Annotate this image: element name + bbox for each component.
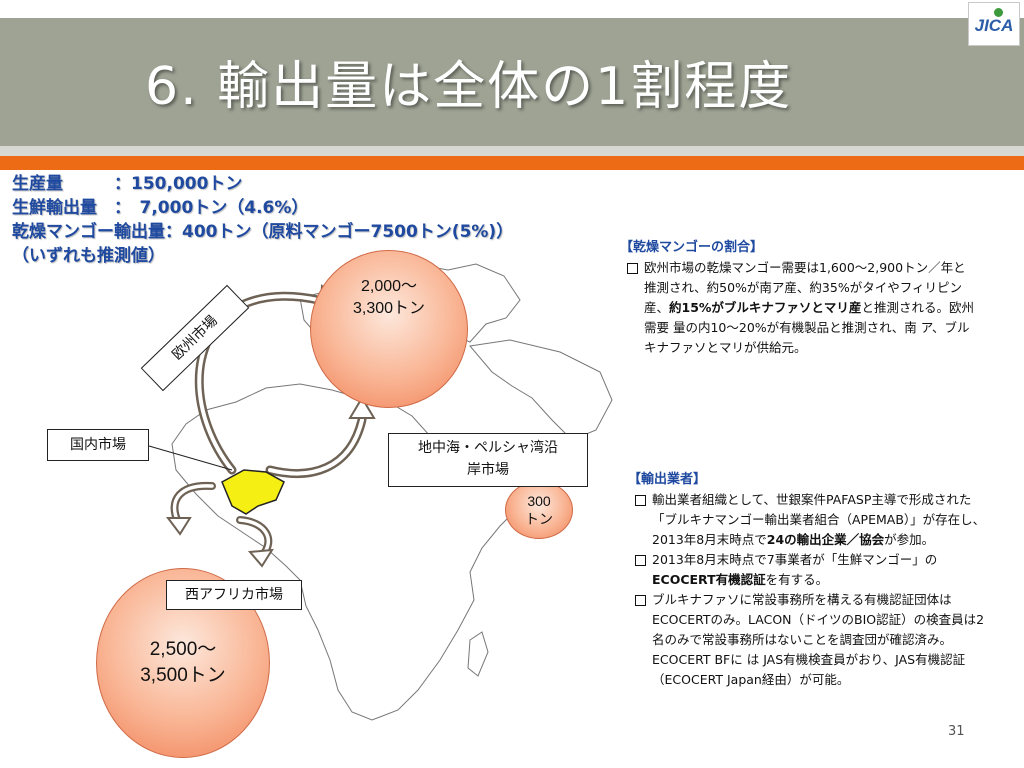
madagascar-outline xyxy=(467,631,489,677)
exporters-item-2-text-a: 2013年8月末時点で7事業者が「生鮮マンゴー」の xyxy=(652,552,938,567)
middle-east-outline xyxy=(469,339,613,441)
checkbox-bullet-icon xyxy=(635,555,646,566)
exporters-item-3-text: ブルキナファソに常設事務所を構える有機認証団体はECOCERTのみ。LACON（… xyxy=(652,592,985,687)
westafrica-market-label: 西アフリカ市場 xyxy=(166,580,302,610)
dried-share-item: 欧州市場の乾燥マンゴー需要は1,600～2,900トン／年と推測され、約50%が… xyxy=(620,258,975,358)
slide-title: 6. 輸出量は全体の1割程度 xyxy=(145,57,793,117)
exporters-item-1-emphasis: 24の輸出企業／協会 xyxy=(766,532,885,547)
domestic-connector xyxy=(148,445,233,471)
stat-fresh-export: 生鮮輸出量 ： 7,000トン（4.6%） xyxy=(12,198,309,218)
dried-share-heading: 【乾燥マンゴーの割合】 xyxy=(620,240,764,255)
checkbox-bullet-icon xyxy=(635,595,646,606)
arrow-to-westafrica-left-inner xyxy=(172,484,214,524)
page-number: 31 xyxy=(948,724,965,739)
europe-volume-line1: 2,000～ xyxy=(360,278,418,295)
dried-share-text-2: と推測される。欧州需要 量の内10～20%が有機製品と推測され、南 ア、ブルキナ… xyxy=(644,300,974,355)
logo-dot-icon xyxy=(994,8,1003,17)
mideast-volume-line2: トン xyxy=(525,511,553,527)
checkbox-bullet-icon xyxy=(627,263,638,274)
exporters-heading: 【輸出業者】 xyxy=(628,472,707,487)
burkina-faso-shape xyxy=(221,469,285,515)
arrow-head-westafrica-right xyxy=(247,548,274,568)
europe-volume-line2: 3,300トン xyxy=(352,300,426,317)
title-band xyxy=(0,18,1024,146)
exporters-item-1-text-a: 輸出業者組織として、世銀案件PAFASP主導で形成された「ブルキナマンゴー輸出業… xyxy=(652,492,986,547)
dried-share-text-emphasis: 約15%がブルキナファソとマリ産 xyxy=(669,300,862,315)
exporters-item-2: 2013年8月末時点で7事業者が「生鮮マンゴー」の ECOCERT有機認証を有する… xyxy=(628,550,990,590)
title-divider-orange xyxy=(0,156,1024,170)
logo-text: JICA xyxy=(974,16,1014,35)
stat-note: （いずれも推測値） xyxy=(12,246,165,266)
mideast-market-label: 地中海・ペルシャ湾沿 岸市場 xyxy=(388,433,588,487)
exporters-item-2-text-c: を有する。 xyxy=(765,572,829,587)
mideast-label-line1: 地中海・ペルシャ湾沿 xyxy=(418,440,558,456)
africa-outline xyxy=(171,383,531,721)
arrow-to-mideast xyxy=(265,415,367,478)
exporters-item-1-text-c: が参加。 xyxy=(884,532,935,547)
westafrica-volume-line1: 2,500～ xyxy=(149,639,217,660)
stat-production: 生産量 ：150,000トン xyxy=(12,174,243,194)
arrow-to-mideast-inner xyxy=(268,418,364,476)
arrow-head-mideast xyxy=(348,396,376,419)
domestic-market-label: 国内市場 xyxy=(47,429,149,461)
stat-dried-export: 乾燥マンゴー輸出量：400トン（原料マンゴー7500トン(5%)） xyxy=(12,222,514,242)
westafrica-volume-line2: 3,500トン xyxy=(140,665,226,686)
exporters-panel: 【輸出業者】 輸出業者組織として、世銀案件PAFASP主導で形成された「ブルキナ… xyxy=(628,470,990,690)
dried-share-text-1: 欧州市場の乾燥マンゴー需要は1,600～2,900トン／年と推測され、約50%が… xyxy=(644,260,966,315)
production-stats: 生産量 ：150,000トン 生鮮輸出量 ： 7,000トン（4.6%） 乾燥マ… xyxy=(12,172,513,268)
exporters-item-3: ブルキナファソに常設事務所を構える有機認証団体はECOCERTのみ。LACON（… xyxy=(628,590,990,690)
exporters-item-1: 輸出業者組織として、世銀案件PAFASP主導で形成された「ブルキナマンゴー輸出業… xyxy=(628,490,990,550)
mideast-volume-bubble: 300 トン xyxy=(505,481,573,539)
checkbox-bullet-icon xyxy=(635,495,646,506)
exporters-item-2-emphasis: ECOCERT有機認証 xyxy=(652,572,766,587)
mideast-label-line2: 岸市場 xyxy=(467,462,509,478)
dried-share-panel: 【乾燥マンゴーの割合】 欧州市場の乾燥マンゴー需要は1,600～2,900トン／… xyxy=(620,238,975,358)
arrow-head-westafrica-left xyxy=(166,517,192,536)
jica-logo: JICA xyxy=(968,2,1020,46)
mideast-volume-line1: 300 xyxy=(527,493,551,509)
title-divider-grey xyxy=(0,146,1024,156)
europe-volume-bubble: 2,000～ 3,300トン xyxy=(310,250,468,408)
